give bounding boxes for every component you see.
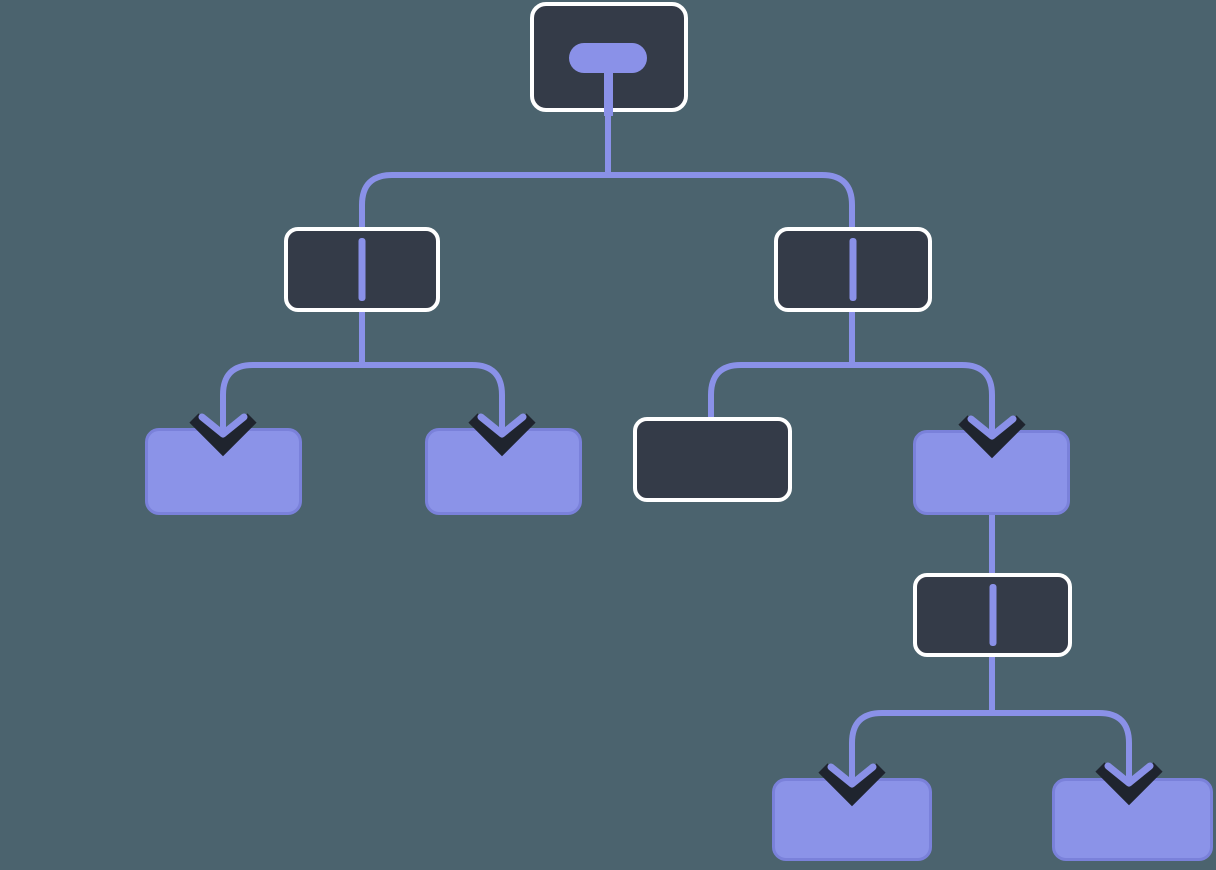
- pass-through-line-icon: [358, 238, 366, 301]
- pass-through-line-icon: [989, 584, 996, 646]
- branch-node-right[interactable]: [774, 227, 932, 312]
- connector-edge: [220, 362, 505, 431]
- pass-through-line-icon: [849, 238, 857, 301]
- chevron-arrowhead-icon: [818, 760, 886, 807]
- leaf-node-left-2[interactable]: [425, 428, 582, 515]
- chevron-arrowhead-icon: [958, 412, 1026, 459]
- chevron-arrowhead-icon: [468, 410, 536, 457]
- chevron-arrowhead-icon: [1095, 759, 1163, 806]
- leaf-node-bottom-left[interactable]: [772, 778, 932, 861]
- connector-edge: [708, 362, 995, 433]
- root-node[interactable]: [530, 2, 688, 112]
- chevron-arrowhead-icon: [189, 410, 257, 457]
- branch-node-left[interactable]: [284, 227, 440, 312]
- connector-edge: [849, 710, 1132, 781]
- leaf-node-bottom-right[interactable]: [1052, 778, 1213, 861]
- connector-edge: [359, 172, 855, 230]
- plain-node-middle[interactable]: [633, 417, 792, 502]
- tree-root-icon: [569, 43, 647, 116]
- branch-node-bottom[interactable]: [913, 573, 1072, 657]
- leaf-node-right[interactable]: [913, 430, 1070, 515]
- leaf-node-left-1[interactable]: [145, 428, 302, 515]
